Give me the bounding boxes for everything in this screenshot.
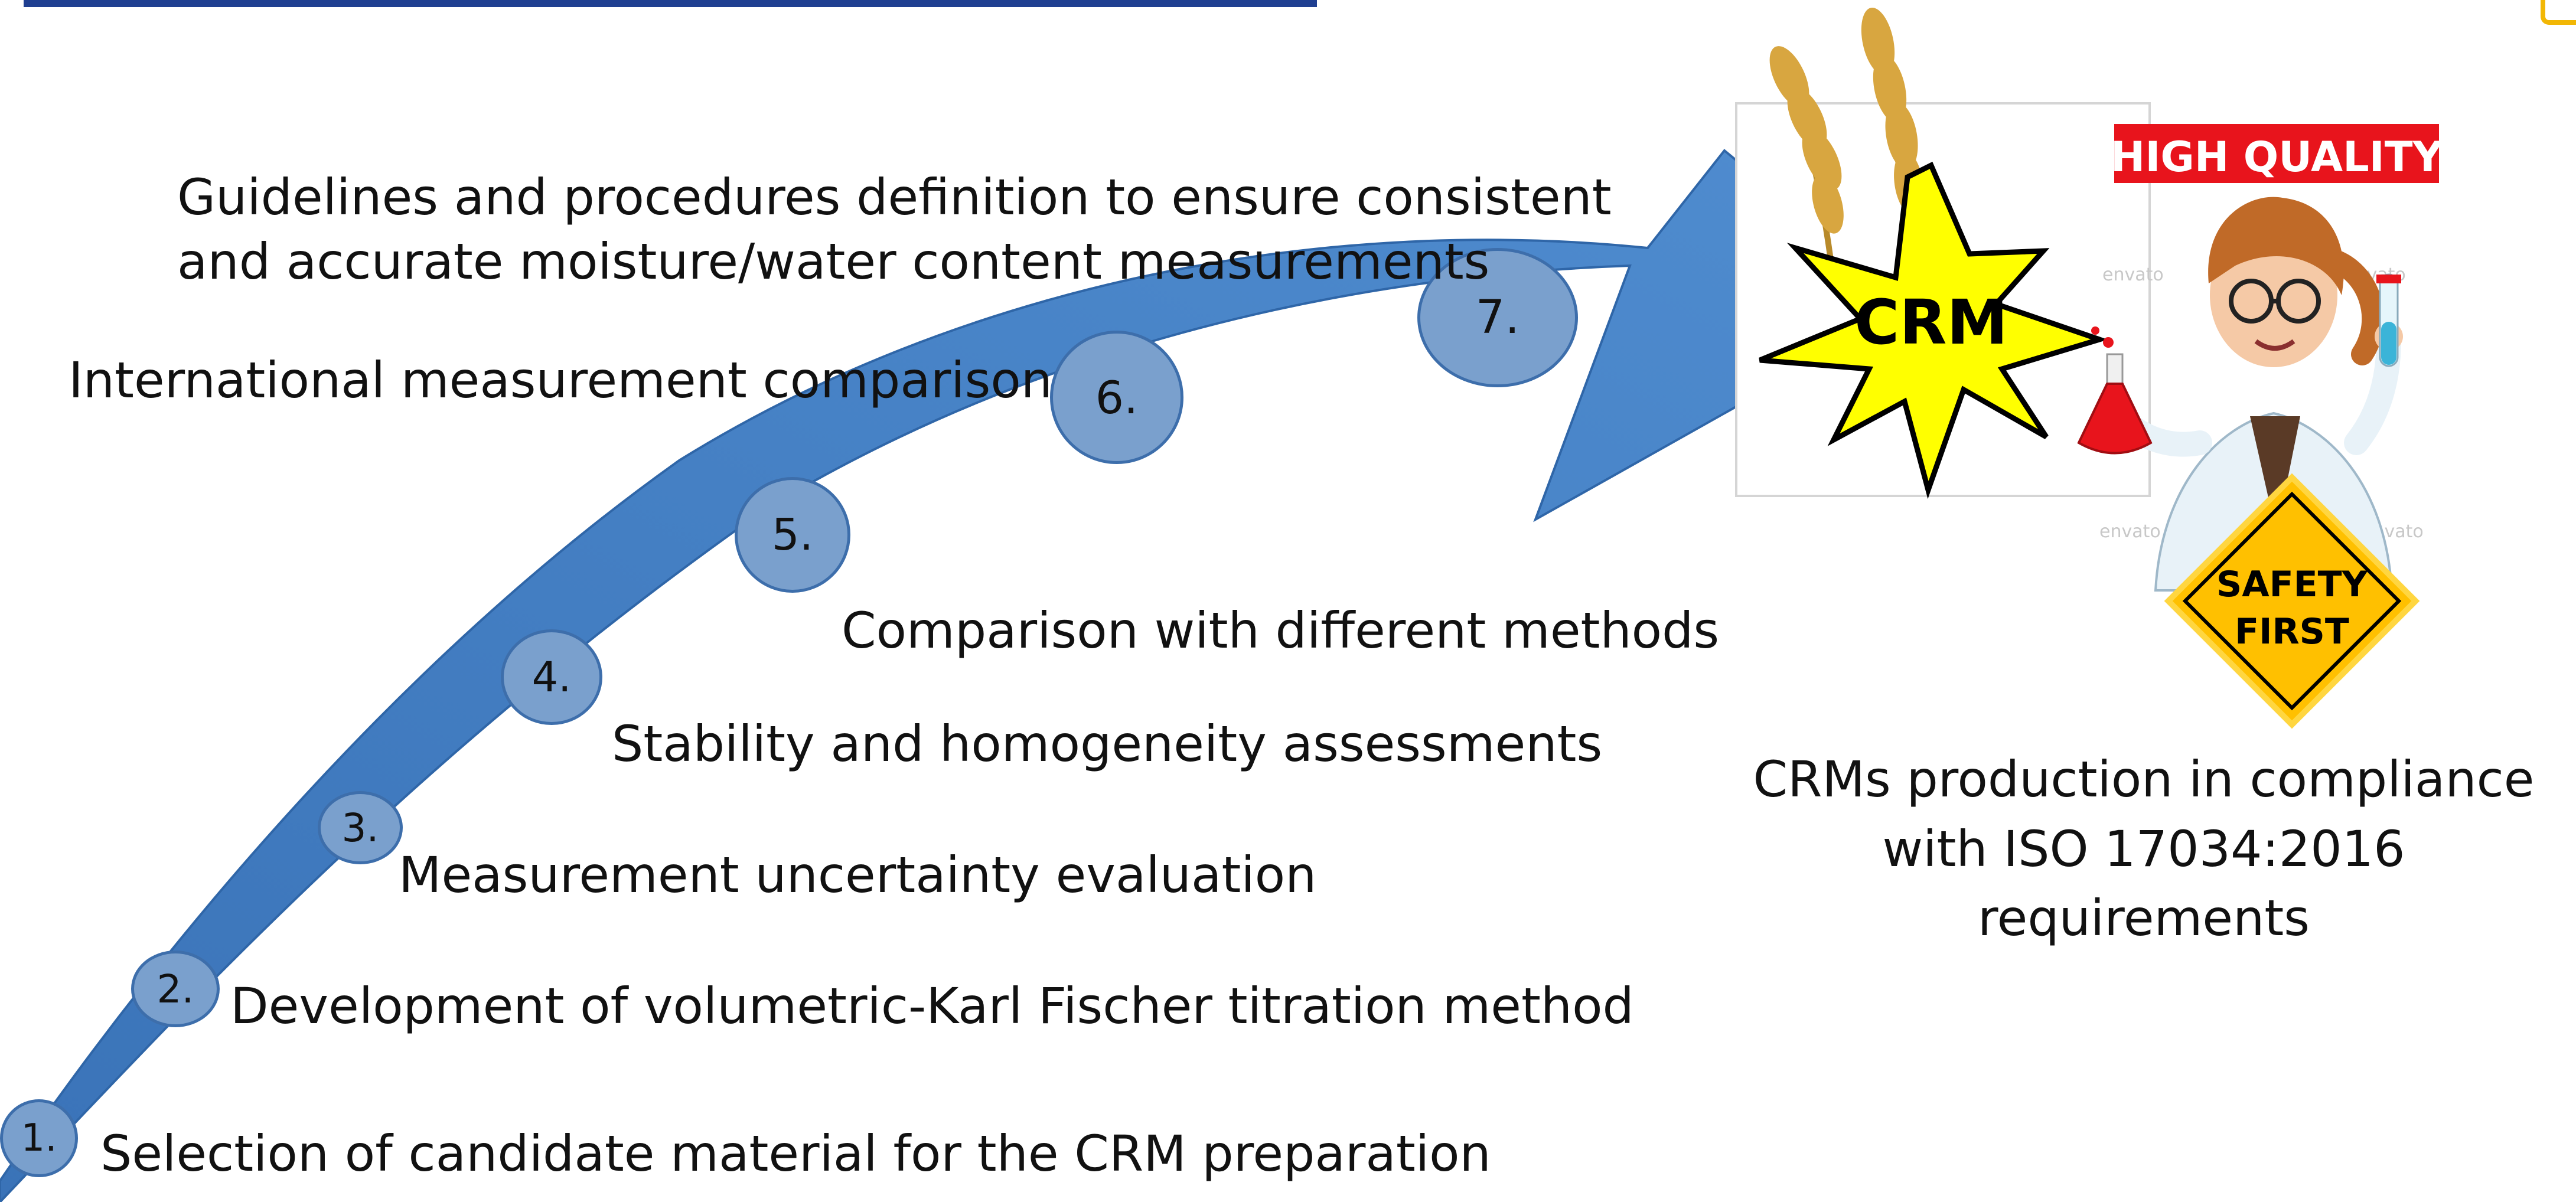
step-circle-4: 4. bbox=[501, 629, 602, 725]
test-tube-icon bbox=[2376, 273, 2401, 367]
result-line-2: with ISO 17034:2016 requirements bbox=[1882, 819, 2405, 948]
warning-sign-icon: SAFETY FIRST bbox=[2164, 473, 2420, 729]
step-label-5: Comparison with different methods bbox=[842, 602, 1720, 659]
step-circle-7: 7. bbox=[1417, 248, 1578, 387]
step-number: 3. bbox=[341, 805, 379, 851]
corner-decoration bbox=[2541, 0, 2576, 25]
quality-banner-text: HIGH QUALITY bbox=[2111, 133, 2444, 181]
result-caption: CRMs production in compliance with ISO 1… bbox=[1724, 745, 2563, 953]
watermark: envato bbox=[2099, 521, 2161, 542]
step-number: 2. bbox=[156, 966, 194, 1012]
step-circle-1: 1. bbox=[0, 1099, 78, 1177]
step-number: 6. bbox=[1095, 371, 1139, 424]
step-label-1: Selection of candidate material for the … bbox=[100, 1125, 1491, 1183]
watermark: envato bbox=[2102, 264, 2164, 285]
quality-banner bbox=[2114, 124, 2439, 183]
step-label-2: Development of volumetric-Karl Fischer t… bbox=[230, 977, 1634, 1035]
safety-sign-line1: SAFETY bbox=[2216, 564, 2369, 605]
step-circle-5: 5. bbox=[735, 477, 850, 593]
arrow-body bbox=[0, 149, 1916, 1202]
step-number: 1. bbox=[21, 1116, 57, 1160]
step-label-6: International measurement comparison bbox=[69, 351, 1053, 409]
crm-illustration: CRM HIGH QUALITY envato envato envato en… bbox=[1735, 8, 2444, 729]
step-label-4: Stability and homogeneity assessments bbox=[612, 715, 1603, 773]
flask-icon bbox=[2077, 326, 2153, 455]
header-bar bbox=[24, 0, 1317, 7]
step-number: 4. bbox=[531, 653, 572, 701]
step-circle-2: 2. bbox=[131, 951, 220, 1027]
safety-sign-line2: FIRST bbox=[2235, 611, 2349, 652]
result-line-1: CRMs production in compliance bbox=[1753, 750, 2535, 808]
step-circle-6: 6. bbox=[1050, 331, 1183, 464]
step-number: 7. bbox=[1475, 291, 1520, 344]
step-number: 5. bbox=[771, 509, 814, 560]
step-label-7: Guidelines and procedures definition to … bbox=[177, 168, 1612, 291]
starburst-icon bbox=[1759, 161, 2108, 499]
step-label-3: Measurement uncertainty evaluation bbox=[399, 846, 1317, 904]
crm-badge: CRM bbox=[1854, 286, 2008, 358]
step-circle-3: 3. bbox=[318, 791, 403, 864]
